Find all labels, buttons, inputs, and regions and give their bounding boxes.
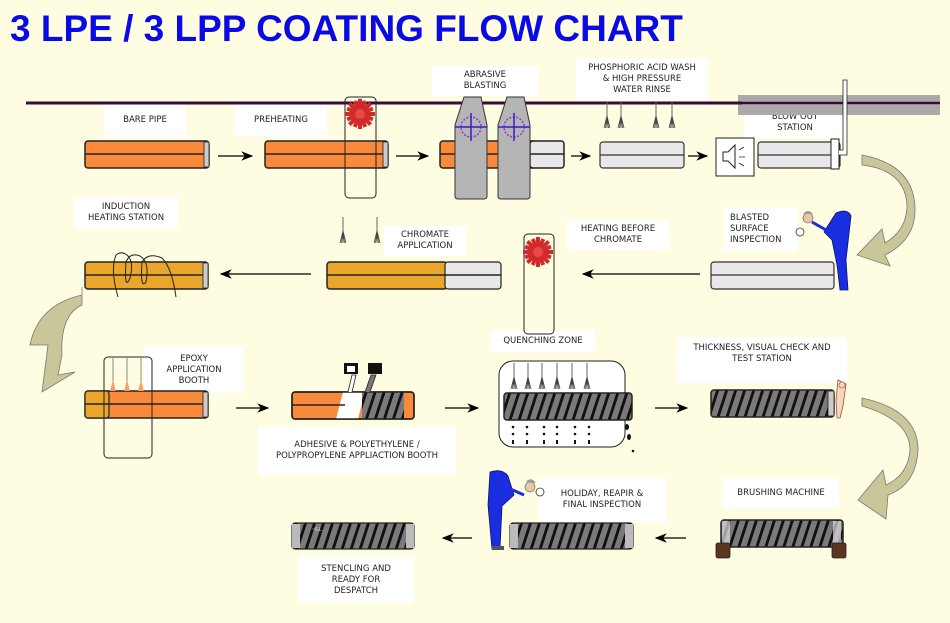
label-bare-pipe: BARE PIPE <box>104 104 186 136</box>
label-abrasive-blasting: ABRASIVE BLASTING <box>432 66 538 96</box>
pipe-chromate <box>326 216 502 290</box>
phosphoric-wash-station <box>599 101 685 169</box>
pipe-epoxy <box>84 356 209 459</box>
label-blasted-surface-inspection: BLASTED SURFACE INSPECTION <box>724 207 798 251</box>
label-phosphoric-acid-wash: PHOSPHORIC ACID WASH & HIGH PRESSURE WAT… <box>576 58 708 100</box>
pipe-adhesive-pe-wrap <box>291 363 415 420</box>
induction-coil <box>112 252 177 298</box>
curved-flow-arrow-3 <box>857 397 919 520</box>
pipe-preheating <box>264 96 389 199</box>
label-stenciling-despatch: STENCLING AND READY FOR DESPATCH <box>298 557 414 603</box>
tester-figure <box>835 379 847 419</box>
inspector-figure <box>487 470 545 550</box>
roller <box>831 542 847 559</box>
pipe-blasted-inspection <box>710 210 852 291</box>
label-holiday-final-inspection: HOLIDAY, REAPIR & FINAL INSPECTION <box>538 477 666 523</box>
quenching-chamber <box>498 360 635 453</box>
heat-icon <box>345 99 375 129</box>
curved-flow-arrow-2 <box>29 287 83 393</box>
label-thickness-visual-test: THICKNESS, VISUAL CHECK AND TEST STATION <box>677 337 847 383</box>
pipe-holiday-inspection <box>487 470 634 550</box>
roller <box>715 542 731 559</box>
label-preheating: PREHEATING <box>235 104 327 136</box>
brushing-machine <box>715 519 847 559</box>
label-brushing-machine: BRUSHING MACHINE <box>723 478 839 508</box>
preheating-oven <box>344 96 377 199</box>
pipe-bare <box>84 140 210 169</box>
curved-flow-arrow-1 <box>856 154 916 267</box>
blow-out-hood <box>738 95 940 101</box>
label-adhesive-pe-pp-booth: ADHESIVE & POLYETHYLENE / POLYPROPYLENE … <box>258 427 456 475</box>
stencil-mark: ~ILL <box>312 527 322 533</box>
label-induction-heating-station: INDUCTION HEATING STATION <box>74 197 178 229</box>
heat-icon <box>523 237 553 267</box>
heating-before-chromate-oven <box>523 233 555 335</box>
label-epoxy-application-booth: EPOXY APPLICATION BOOTH <box>144 347 244 393</box>
blow-out-machine <box>715 79 848 177</box>
label-chromate-application: CHROMATE APPLICATION <box>384 226 466 256</box>
pipe-stenciling: ~ILL <box>291 522 415 550</box>
inspector-figure <box>795 210 852 291</box>
page-title: 3 LPE / 3 LPP COATING FLOW CHART <box>10 8 683 49</box>
pipe-induction-heating <box>84 252 209 298</box>
label-heating-before-chromate: HEATING BEFORE CHROMATE <box>567 220 669 250</box>
abrasive-blasting-machine <box>439 96 565 200</box>
speaker-icon <box>722 143 736 170</box>
pipe-thickness-test <box>710 379 847 419</box>
epoxy-booth <box>103 356 153 459</box>
label-quenching-zone: QUENCHING ZONE <box>491 330 595 352</box>
